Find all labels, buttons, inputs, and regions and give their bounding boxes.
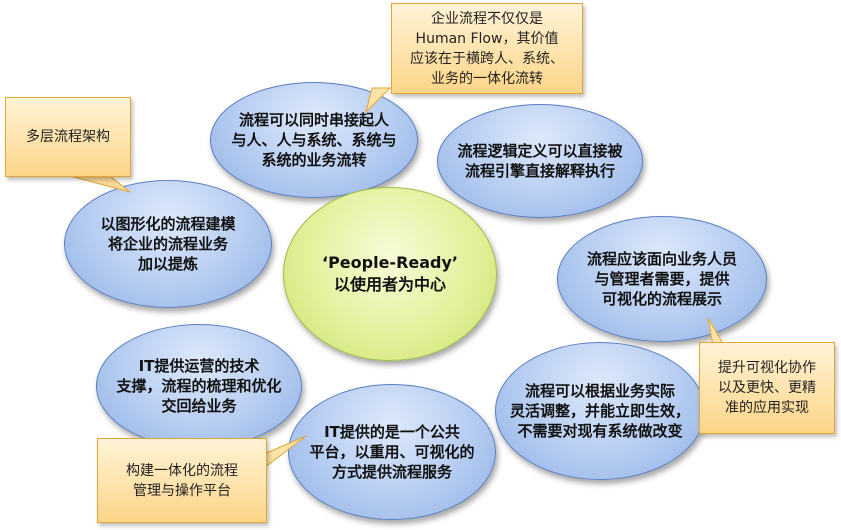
- callout-bottom-text: 构建一体化的流程 管理与操作平台: [126, 462, 238, 499]
- process-node-bottom-left: IT提供运营的技术 支撑，流程的梳理和优化 交回给业务: [96, 324, 302, 448]
- process-node-right: 流程应该面向业务人员 与管理者需要，提供 可视化的流程展示: [557, 216, 767, 342]
- callout-top-text: 企业流程不仅仅是 Human Flow，其价值 应该在于横跨人、系统、 业务的一…: [410, 10, 564, 87]
- process-node-top-right-text: 流程逻辑定义可以直接被 流程引擎直接解释执行: [457, 142, 623, 180]
- process-node-top-text: 流程可以同时串接起人 与人、人与系统、系统与 系统的业务流转: [231, 111, 397, 169]
- process-node-right-text: 流程应该面向业务人员 与管理者需要，提供 可视化的流程展示: [586, 250, 737, 308]
- callout-left-tail: [69, 175, 131, 193]
- callout-top: 企业流程不仅仅是 Human Flow，其价值 应该在于横跨人、系统、 业务的一…: [391, 3, 583, 94]
- center-node: ‘People-Ready’ 以使用者为中心: [283, 187, 497, 361]
- callout-right: 提升可视化协作 以及更快、更精 准的应用实现: [699, 342, 835, 434]
- process-node-bottom-text: IT提供的是一个公共 平台，以重用、可视化的 方式提供流程服务: [309, 423, 475, 481]
- callout-bottom: 构建一体化的流程 管理与操作平台: [97, 438, 267, 523]
- callout-left: 多层流程架构: [5, 97, 131, 177]
- process-node-bottom: IT提供的是一个公共 平台，以重用、可视化的 方式提供流程服务: [288, 384, 496, 520]
- center-node-text: ‘People-Ready’ 以使用者为中心: [321, 253, 458, 294]
- process-node-top-right: 流程逻辑定义可以直接被 流程引擎直接解释执行: [437, 104, 643, 218]
- process-node-bottom-left-text: IT提供运营的技术 支撑，流程的梳理和优化 交回给业务: [116, 357, 282, 415]
- process-node-bottom-right-text: 流程可以根据业务实际 灵活调整，并能立即生效， 不需要对现有系统做改变: [509, 382, 690, 440]
- process-node-top: 流程可以同时串接起人 与人、人与系统、系统与 系统的业务流转: [210, 82, 418, 198]
- callout-right-text: 提升可视化协作 以及更快、更精 准的应用实现: [718, 360, 816, 416]
- process-node-left: 以图形化的流程建模 将企业的流程业务 加以提炼: [64, 180, 272, 308]
- callout-bottom-tail: [263, 435, 307, 470]
- process-node-bottom-right: 流程可以根据业务实际 灵活调整，并能立即生效， 不需要对现有系统做改变: [495, 342, 705, 480]
- callout-top-tail: [365, 87, 392, 114]
- callout-left-text: 多层流程架构: [26, 129, 110, 145]
- process-node-left-text: 以图形化的流程建模 将企业的流程业务 加以提炼: [100, 215, 236, 273]
